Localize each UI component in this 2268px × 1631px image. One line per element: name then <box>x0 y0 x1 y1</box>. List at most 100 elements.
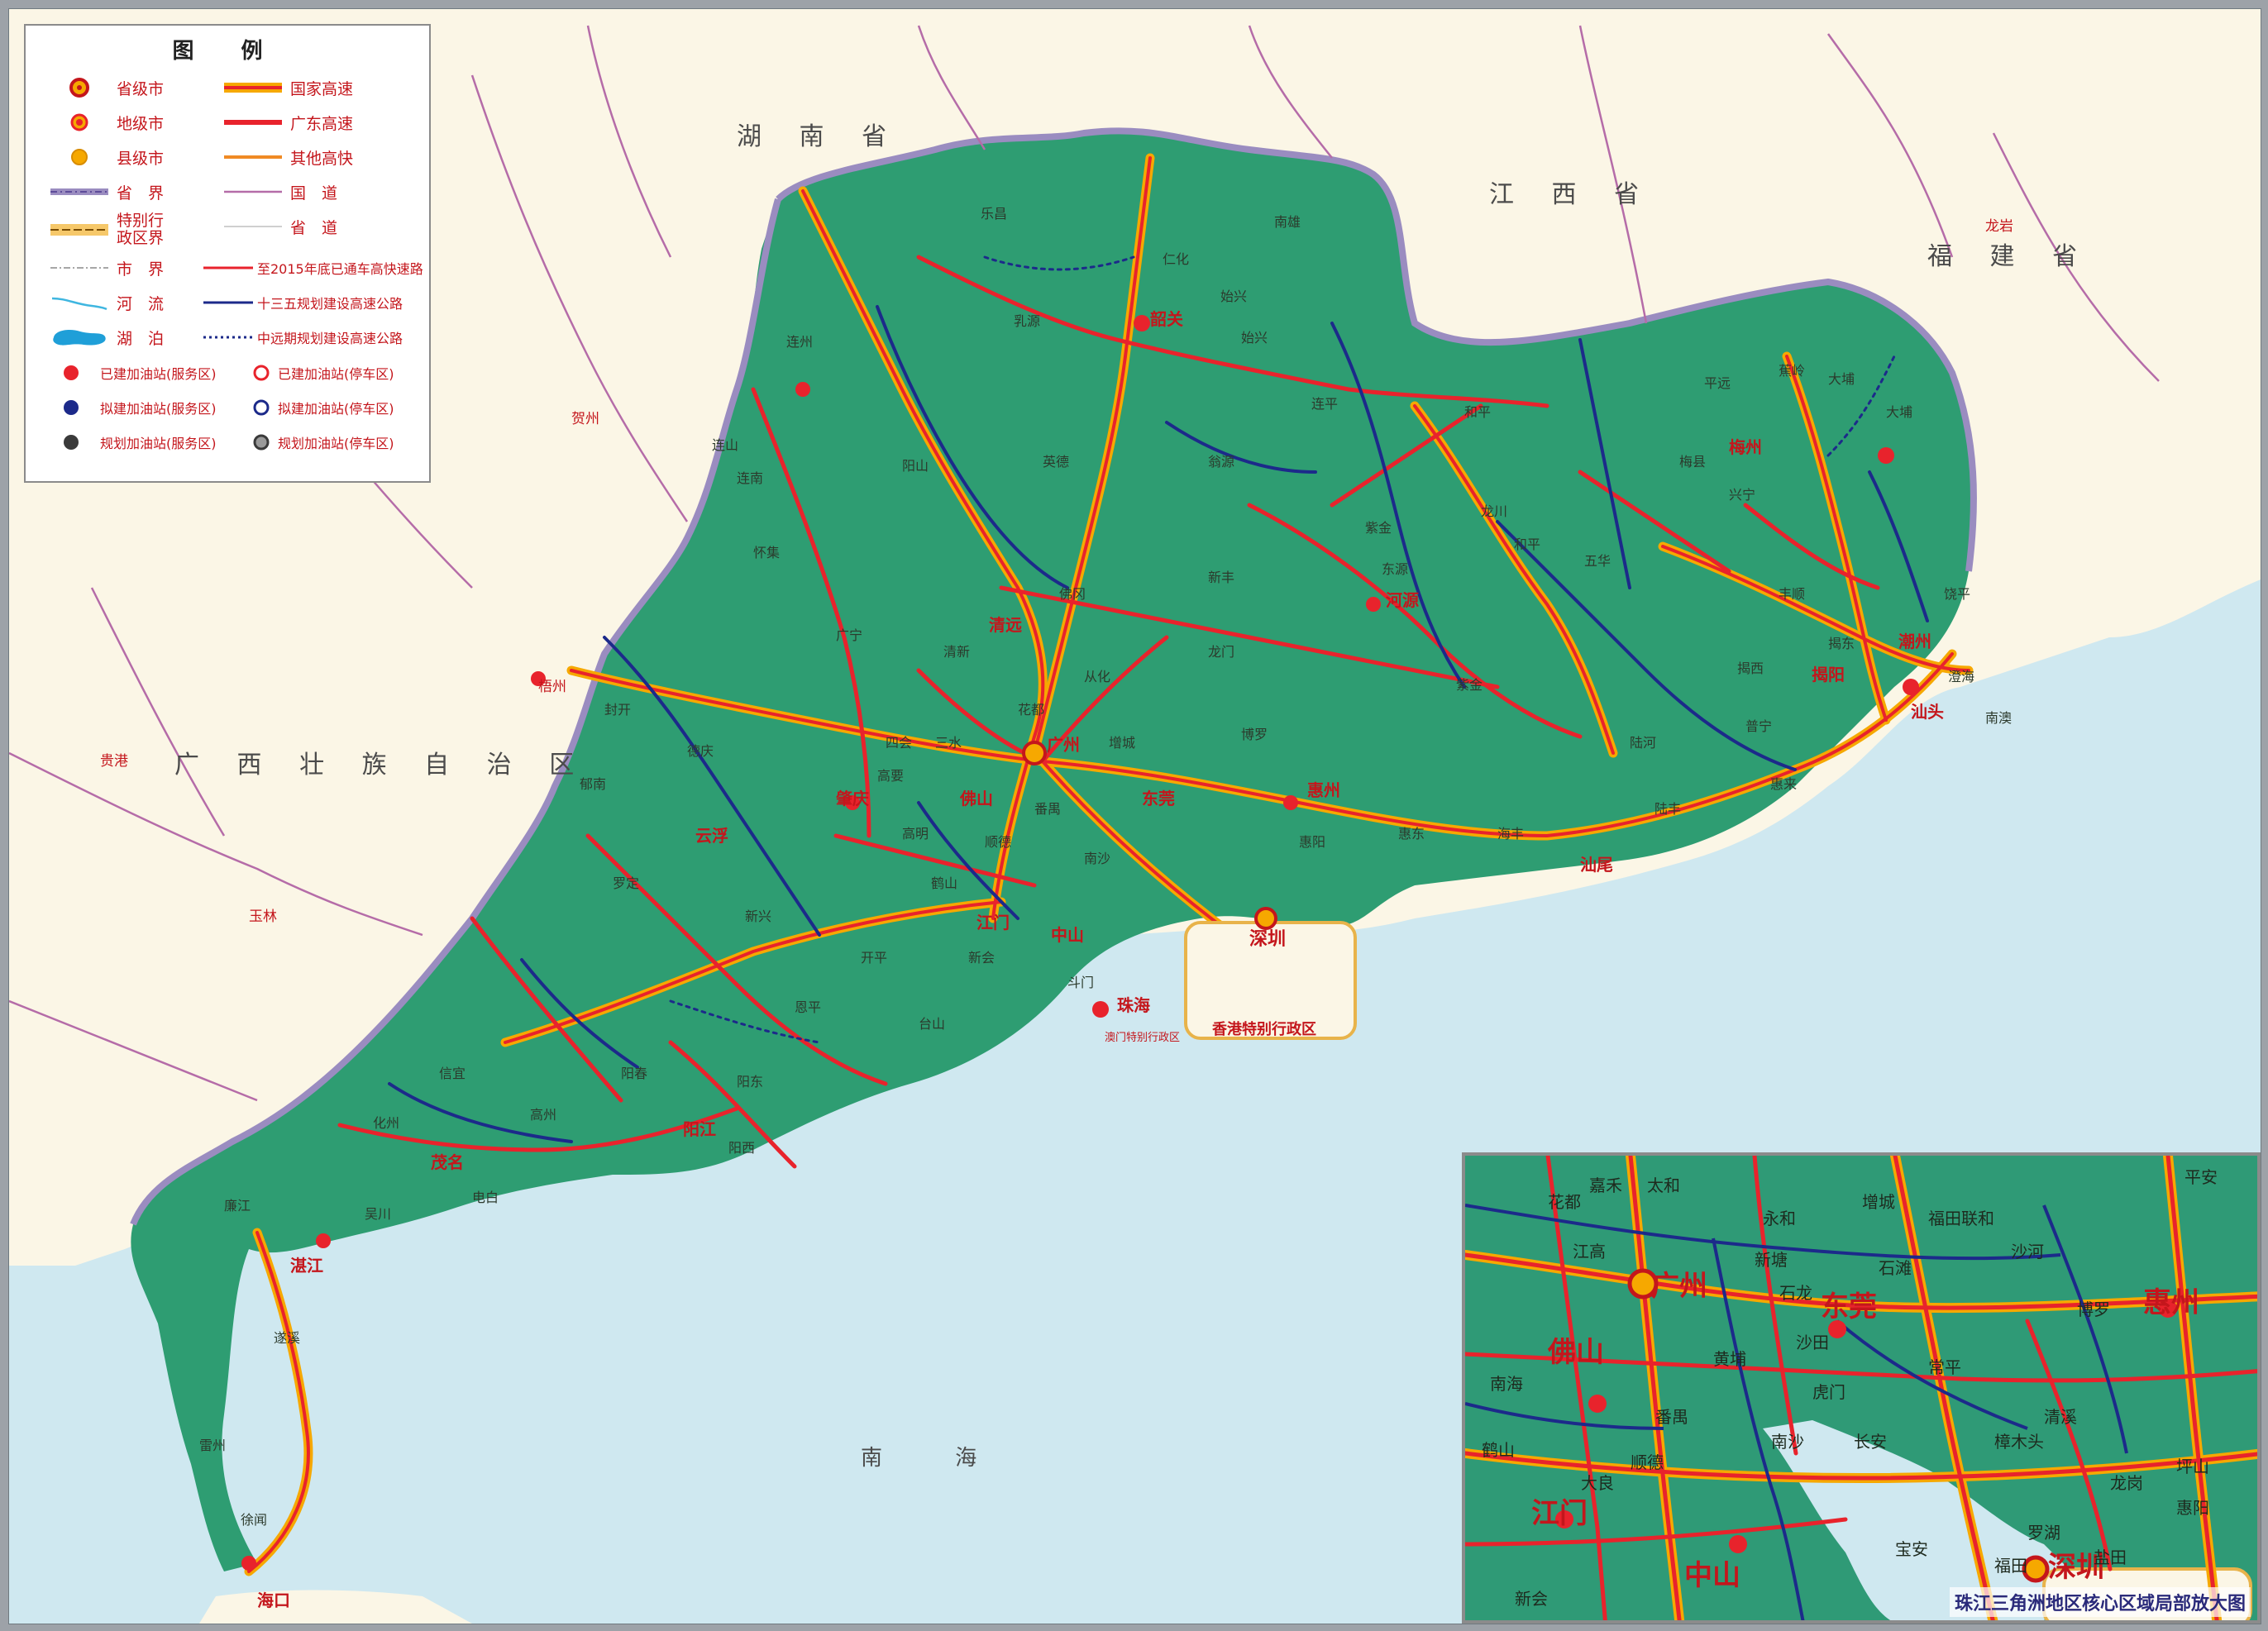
inset-caption: 珠江三角洲地区核心区域局部放大图 <box>1949 1587 2251 1617</box>
label-town: 新丰 <box>1208 570 1235 585</box>
inset-label-town: 鹤山 <box>1482 1440 1515 1460</box>
legend-label: 十三五规划建设高速公路 <box>257 296 403 312</box>
label-town: 大埔 <box>1886 404 1913 420</box>
label-town: 郁南 <box>580 776 607 792</box>
label-town: 台山 <box>919 1016 946 1032</box>
label-hong-kong: 香港特别行政区 <box>1212 1021 1316 1038</box>
label-town: 高要 <box>877 768 905 784</box>
province-border-line <box>42 179 117 204</box>
label-jieyang: 揭阳 <box>1812 665 1845 684</box>
inset-label-town: 清溪 <box>2044 1407 2077 1427</box>
label-town: 澄海 <box>1948 669 1975 684</box>
legend-item-other-expressway: 其他高快 <box>216 141 353 174</box>
inset-label-town: 盐田 <box>2094 1548 2127 1567</box>
label-yangjiang: 阳江 <box>683 1119 716 1139</box>
label-zhuhai: 珠海 <box>1117 995 1150 1015</box>
neighbor-roads <box>9 25 2160 1102</box>
label-town: 南雄 <box>1274 214 1301 230</box>
label-town: 蕉岭 <box>1779 363 1806 379</box>
inset-map-canvas <box>1465 1156 2257 1620</box>
label-town: 始兴 <box>1241 330 1268 346</box>
label-town: 五华 <box>1584 553 1611 569</box>
planned-service-station-icon <box>42 430 100 455</box>
inset-label-town: 新塘 <box>1755 1250 1788 1270</box>
legend-item-lake: 湖 泊 <box>42 321 164 354</box>
label-town: 连山 <box>712 437 739 453</box>
label-town: 乐昌 <box>981 206 1008 222</box>
legend-item-provincial-city: 省级市 <box>42 71 164 104</box>
label-town: 南澳 <box>1985 710 2013 726</box>
legend-item-national-expressway: 国家高速 <box>216 71 353 104</box>
inset-label-town: 顺德 <box>1631 1452 1664 1472</box>
legend-item-planned-13th: 十三五规划建设高速公路 <box>199 286 403 319</box>
inset-label-town: 常平 <box>1928 1357 1961 1377</box>
label-town: 徐闻 <box>241 1512 268 1528</box>
label-haikou: 海口 <box>257 1590 290 1610</box>
legend-label: 市 界 <box>117 260 165 279</box>
legend-label: 国家高速 <box>290 79 354 98</box>
legend-item-proposed-service: 拟建加油站(服务区) <box>42 391 217 424</box>
label-town: 惠东 <box>1398 826 1425 842</box>
inset-label-guangzhou: 广州 <box>1651 1270 1707 1303</box>
label-town: 廉江 <box>224 1198 251 1214</box>
legend-label: 已建加油站(停车区) <box>278 366 394 382</box>
label-town: 南沙 <box>1084 851 1111 866</box>
label-zhaoqing: 肇庆 <box>836 789 869 808</box>
label-town: 龙川 <box>1481 503 1508 519</box>
label-town: 阳春 <box>621 1066 648 1081</box>
proposed-parking-station-icon <box>245 395 278 420</box>
label-town: 普宁 <box>1745 718 1773 734</box>
label-town: 吴川 <box>365 1206 392 1222</box>
label-town: 花都 <box>1018 702 1045 718</box>
map-legend: 图 例 省级市 国家高速 地级市 广东高速 <box>24 24 431 483</box>
legend-label: 其他高快 <box>290 149 354 168</box>
label-town: 乳源 <box>1014 313 1041 329</box>
inset-label-town: 永和 <box>1763 1209 1796 1228</box>
label-town: 阳东 <box>737 1074 764 1090</box>
label-hezhou: 贺州 <box>571 411 599 427</box>
label-shaoguan: 韶关 <box>1150 309 1183 329</box>
county-city-icon <box>42 145 117 169</box>
label-huizhou: 惠州 <box>1307 780 1340 800</box>
label-town: 封开 <box>604 702 632 718</box>
label-town: 梅县 <box>1679 454 1707 470</box>
label-town: 连南 <box>737 470 764 486</box>
label-town: 怀集 <box>753 545 781 560</box>
planned-parking-station-icon <box>245 430 278 455</box>
label-yunfu: 云浮 <box>695 826 728 846</box>
legend-label: 特别行 政区界 <box>117 212 165 247</box>
label-town: 连平 <box>1311 396 1339 412</box>
label-town: 高明 <box>902 826 929 842</box>
legend-label: 地级市 <box>117 114 165 133</box>
inset-label-town: 博罗 <box>2077 1300 2110 1319</box>
national-road-line <box>216 179 290 204</box>
inset-label-town: 新会 <box>1515 1589 1548 1609</box>
legend-label: 至2015年底已通车高快速路 <box>257 261 423 277</box>
legend-label: 省 界 <box>117 184 165 203</box>
other-expressway-line <box>216 145 290 169</box>
label-hunan: 湖 南 省 <box>737 122 902 151</box>
legend-label: 河 流 <box>117 294 165 313</box>
legend-label: 规划加油站(停车区) <box>278 436 394 451</box>
legend-label: 拟建加油站(停车区) <box>278 401 394 417</box>
sar-border-line <box>42 217 117 242</box>
hainan-land <box>199 1590 472 1624</box>
label-qingyuan: 清远 <box>989 615 1022 635</box>
inset-label-town: 南沙 <box>1771 1432 1804 1452</box>
label-town: 从化 <box>1084 669 1111 684</box>
label-meizhou: 梅州 <box>1729 437 1762 457</box>
legend-item-guangdong-expressway: 广东高速 <box>216 106 353 139</box>
legend-label: 省 道 <box>290 218 338 237</box>
inset-label-town: 石龙 <box>1779 1283 1812 1303</box>
opened-expressway-line <box>199 255 257 280</box>
label-town: 兴宁 <box>1729 487 1756 503</box>
label-macau: 澳门特别行政区 <box>1105 1032 1181 1044</box>
legend-item-county-city: 县级市 <box>42 141 164 174</box>
national-expressway-line <box>216 75 290 100</box>
label-town: 丰顺 <box>1779 586 1806 602</box>
inset-label-town: 坪山 <box>2176 1457 2209 1476</box>
label-guigang: 贵港 <box>100 753 128 770</box>
inset-label-town: 石滩 <box>1879 1258 1912 1278</box>
label-chaozhou: 潮州 <box>1898 632 1931 651</box>
legend-label: 拟建加油站(服务区) <box>100 401 217 417</box>
